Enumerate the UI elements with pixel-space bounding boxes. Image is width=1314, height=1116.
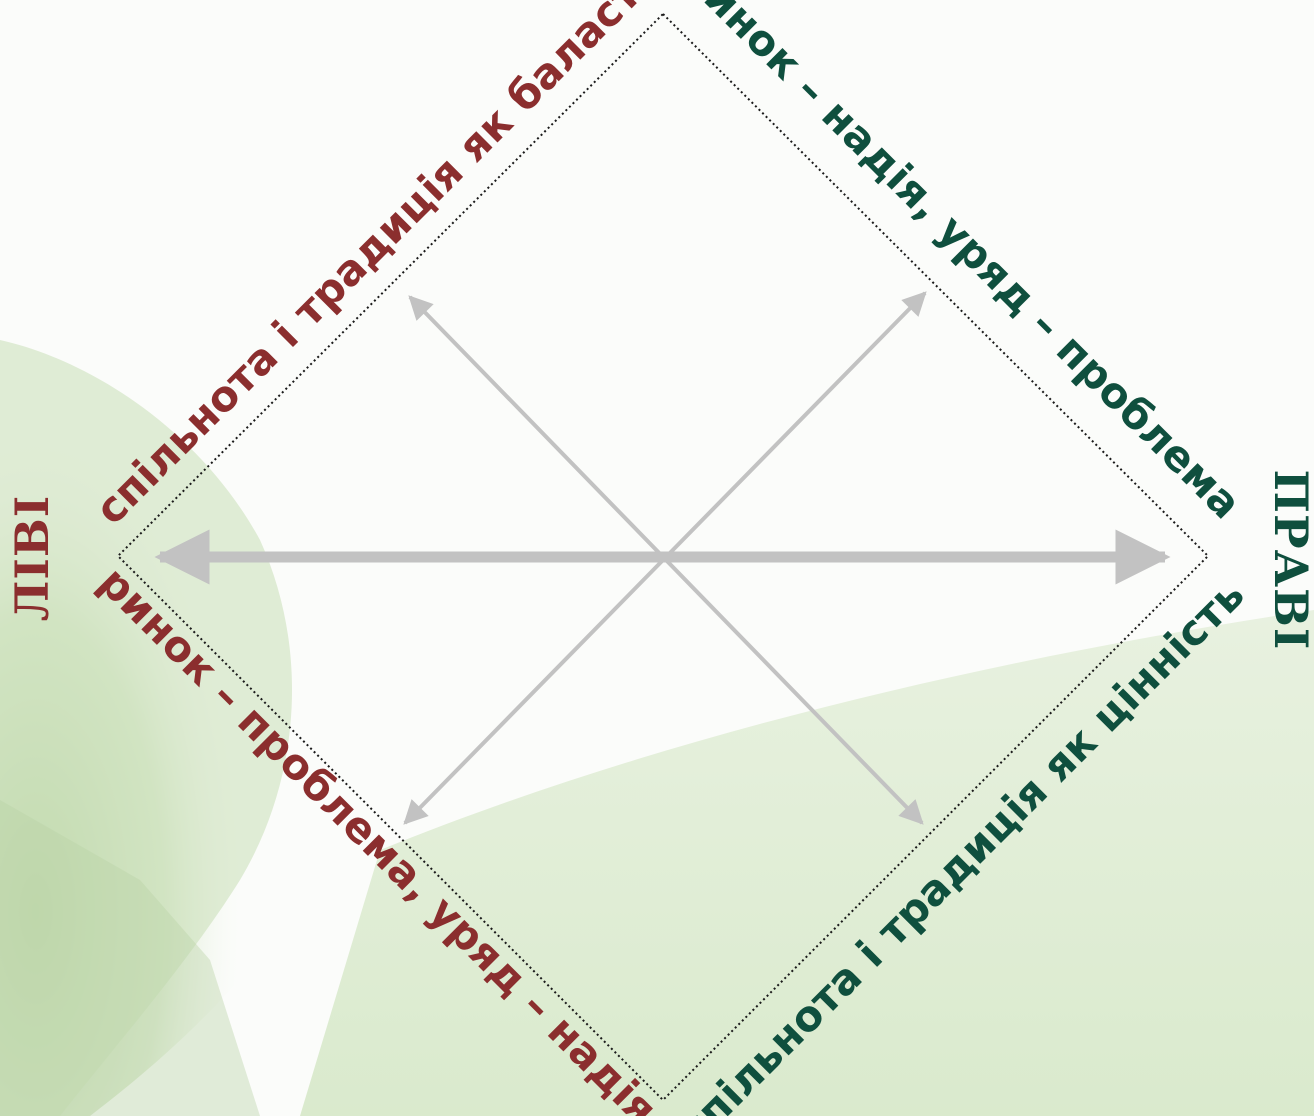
pole-label-left: ЛІВІ — [5, 495, 59, 622]
pole-label-right: ПРАВІ — [1264, 470, 1314, 651]
